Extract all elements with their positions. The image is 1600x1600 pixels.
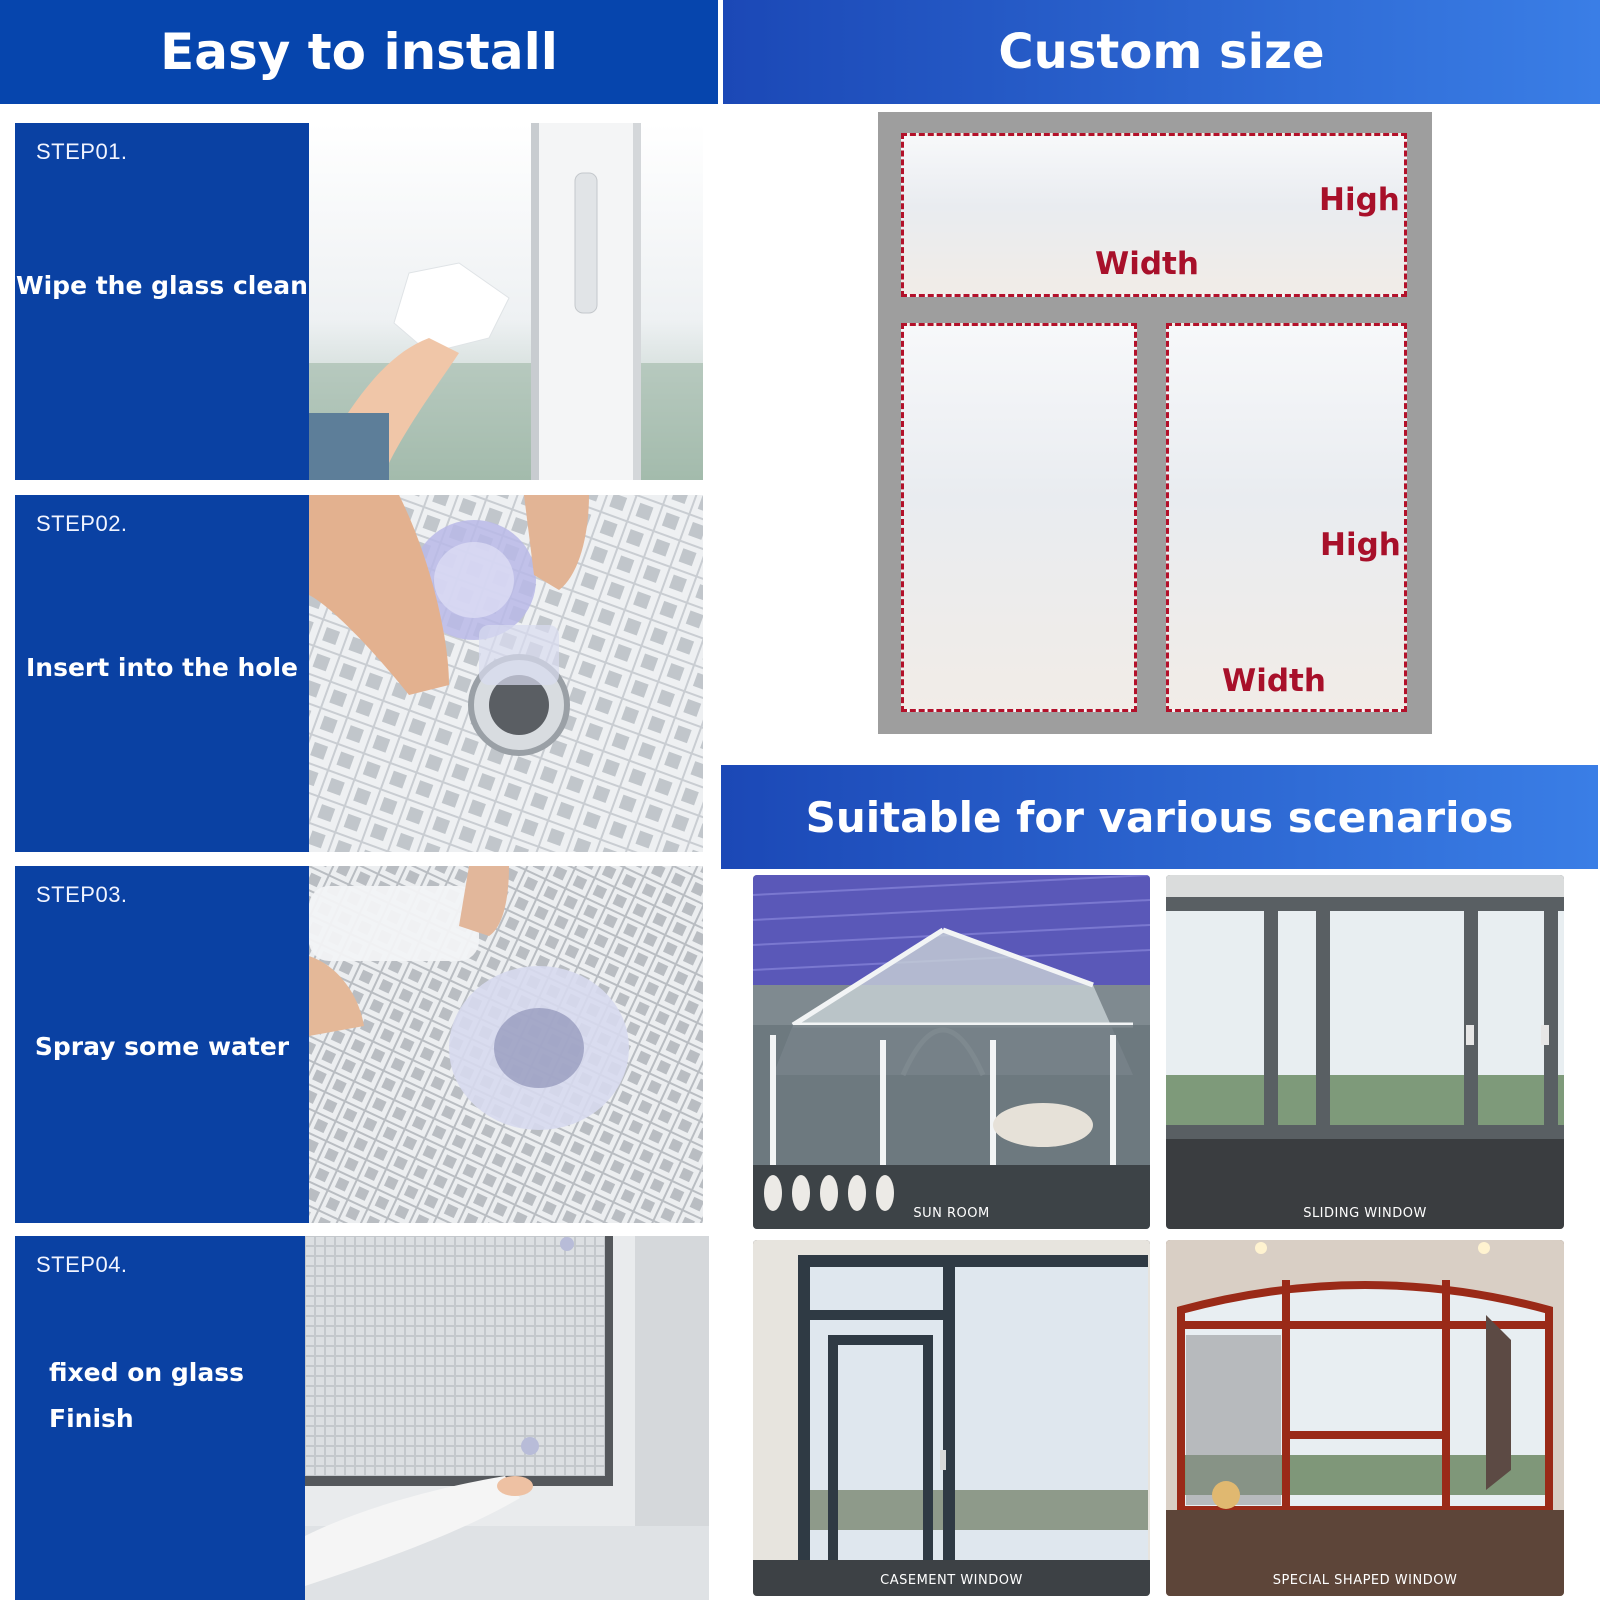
step-4-photo bbox=[305, 1236, 709, 1600]
step-1-photo bbox=[309, 123, 703, 480]
bottom-left-pane bbox=[901, 323, 1137, 712]
custom-size-title: Custom size bbox=[998, 24, 1325, 80]
install-title: Easy to install bbox=[160, 23, 558, 81]
sun-room-image bbox=[753, 875, 1150, 1229]
top-pane-width-label: Width bbox=[1095, 246, 1199, 282]
step-4-text-line2: Finish bbox=[49, 1404, 134, 1433]
step-3-panel: STEP03. Spray some water bbox=[15, 866, 309, 1223]
bottom-right-pane bbox=[1166, 323, 1407, 712]
scenarios-title: Suitable for various scenarios bbox=[805, 792, 1514, 842]
right-pane-width-label: Width bbox=[1222, 663, 1326, 699]
custom-size-header: Custom size bbox=[723, 0, 1600, 104]
step-1-text: Wipe the glass clean bbox=[16, 271, 308, 300]
step-2-photo bbox=[309, 495, 703, 852]
install-header: Easy to install bbox=[0, 0, 718, 104]
sliding-window-image bbox=[1166, 875, 1564, 1229]
window-frame-diagram: High Width High Width bbox=[878, 112, 1432, 734]
scenario-casement-window: CASEMENT WINDOW bbox=[753, 1240, 1150, 1596]
step-4-panel: STEP04. fixed on glass Finish bbox=[15, 1236, 305, 1600]
step-3-photo bbox=[309, 866, 703, 1223]
spray-water-illustration bbox=[309, 866, 703, 1223]
step-2-panel: STEP02. Insert into the hole bbox=[15, 495, 309, 852]
scenarios-header: Suitable for various scenarios bbox=[721, 765, 1598, 869]
scenario-sun-room: SUN ROOM bbox=[753, 875, 1150, 1229]
step-4-number: STEP04. bbox=[36, 1252, 128, 1277]
sun-room-caption: SUN ROOM bbox=[913, 1206, 990, 1221]
step-2-number: STEP02. bbox=[36, 511, 128, 536]
step-2-text: Insert into the hole bbox=[25, 653, 299, 682]
step-1-number: STEP01. bbox=[36, 139, 128, 164]
sliding-window-caption: SLIDING WINDOW bbox=[1303, 1206, 1427, 1221]
step-3-number: STEP03. bbox=[36, 882, 128, 907]
casement-window-caption: CASEMENT WINDOW bbox=[880, 1573, 1023, 1588]
step-1-panel: STEP01. Wipe the glass clean bbox=[15, 123, 309, 480]
special-shaped-window-caption: SPECIAL SHAPED WINDOW bbox=[1272, 1573, 1458, 1588]
fixed-on-glass-illustration bbox=[305, 1236, 709, 1600]
wipe-glass-illustration bbox=[309, 123, 703, 480]
top-pane-high-label: High bbox=[1319, 182, 1400, 218]
insert-suction-cup-illustration bbox=[309, 495, 703, 852]
scenario-sliding-window: SLIDING WINDOW bbox=[1166, 875, 1564, 1229]
scenario-special-shaped-window: SPECIAL SHAPED WINDOW bbox=[1166, 1240, 1564, 1596]
step-4-text-line1: fixed on glass bbox=[49, 1358, 244, 1387]
top-pane bbox=[901, 133, 1407, 297]
special-shaped-window-image bbox=[1166, 1240, 1564, 1596]
casement-window-image bbox=[753, 1240, 1150, 1596]
step-3-text: Spray some water bbox=[34, 1032, 290, 1061]
right-pane-high-label: High bbox=[1320, 527, 1401, 563]
